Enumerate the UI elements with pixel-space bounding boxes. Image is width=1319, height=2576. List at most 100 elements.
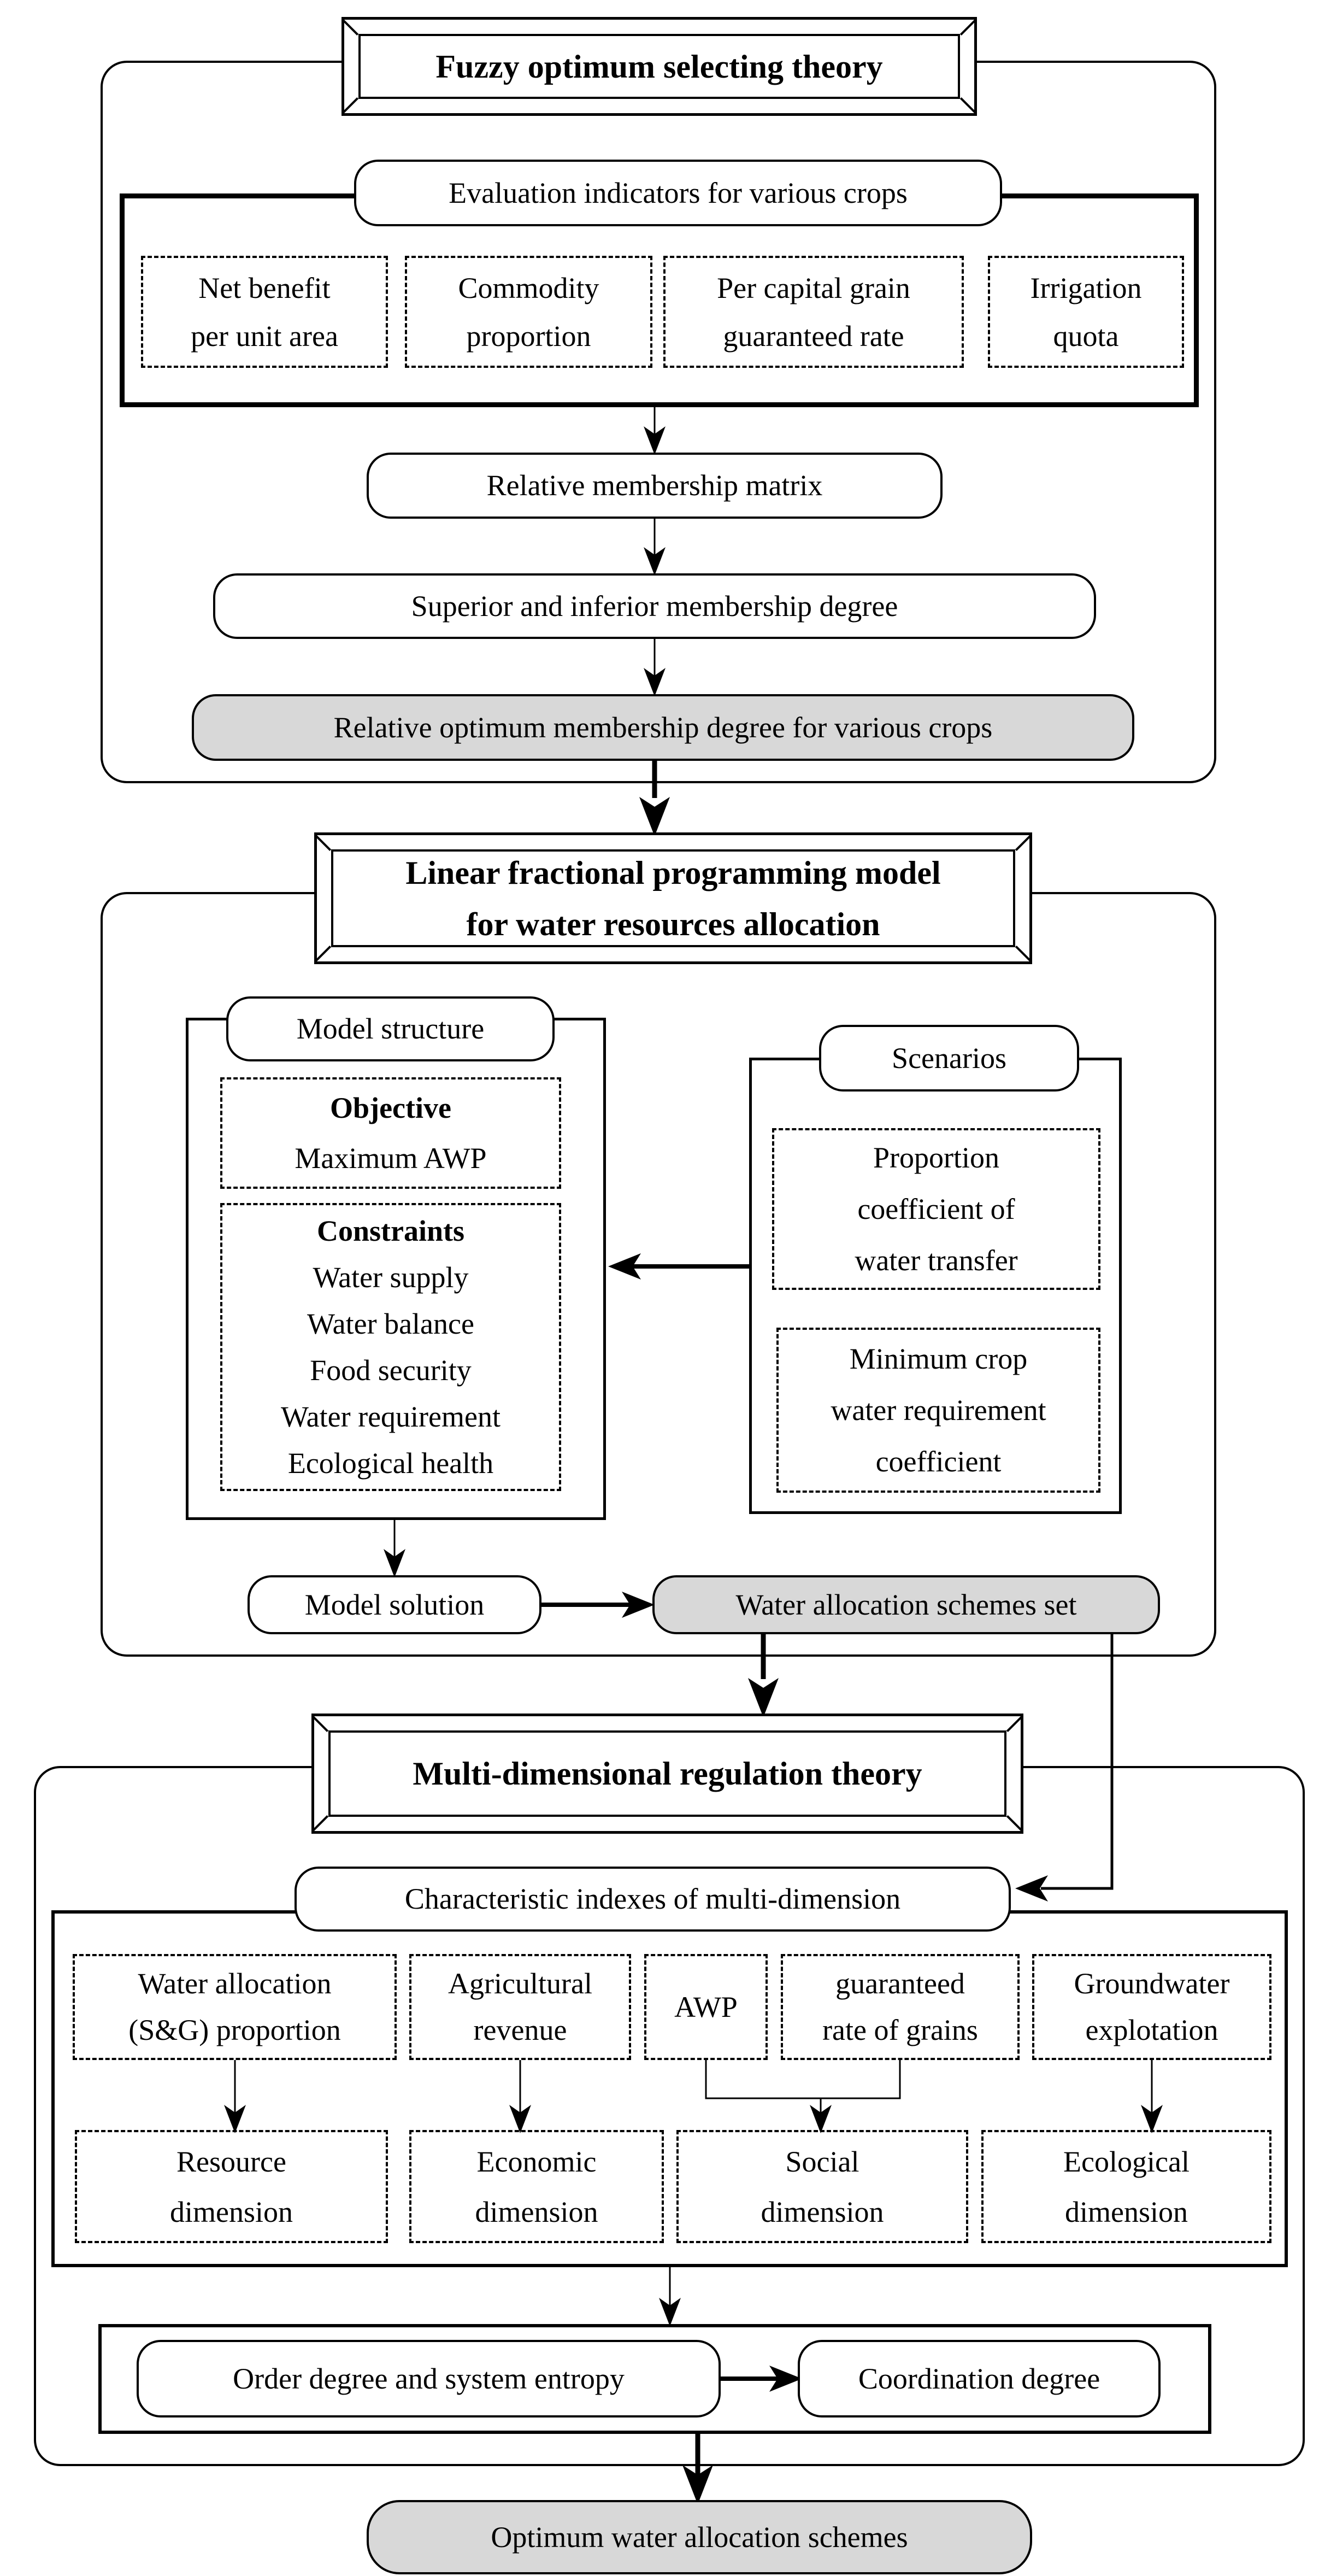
box-commodity-proportion: Commodity proportion xyxy=(405,256,652,368)
box-constraints: Constraints Water supply Water balance F… xyxy=(220,1203,561,1491)
superior-inferior-label: Superior and inferior membership degree xyxy=(411,589,898,623)
order-entropy-label: Order degree and system entropy xyxy=(233,2362,625,2395)
objective-title: Objective xyxy=(330,1092,451,1124)
net-benefit-line2: per unit area xyxy=(191,319,338,353)
constraint-ecological-health: Ecological health xyxy=(287,1446,494,1480)
dim-economic-line2: dimension xyxy=(475,2195,598,2228)
coordination-degree-label: Coordination degree xyxy=(858,2362,1100,2395)
box-characteristic-indexes-header: Characteristic indexes of multi-dimensio… xyxy=(295,1867,1011,1932)
irrigation-line1: Irrigation xyxy=(1030,271,1142,304)
scenario2-line1: Minimum crop xyxy=(849,1342,1028,1375)
bevel-corner-icon xyxy=(315,946,332,961)
label-scenarios: Scenarios xyxy=(819,1025,1079,1092)
characteristic-indexes-label: Characteristic indexes of multi-dimensio… xyxy=(404,1882,901,1916)
box-net-benefit: Net benefit per unit area xyxy=(141,256,388,368)
box-proportion-coefficient: Proportion coefficient of water transfer xyxy=(772,1128,1100,1290)
bevel-corner-icon xyxy=(959,20,976,36)
irrigation-line2: quota xyxy=(1053,319,1119,353)
box-resource-dimension: Resource dimension xyxy=(75,2130,388,2243)
constraint-water-balance: Water balance xyxy=(307,1307,474,1340)
title-lfp-line1: Linear fractional programming model xyxy=(405,854,941,891)
dim-social-line2: dimension xyxy=(761,2195,884,2228)
arrowhead-icon xyxy=(748,1678,779,1717)
index-agricultural-line2: revenue xyxy=(473,2014,567,2046)
box-evaluation-indicators-header: Evaluation indicators for various crops xyxy=(354,160,1002,226)
optimum-schemes-label: Optimum water allocation schemes xyxy=(491,2520,908,2554)
constraint-food-security: Food security xyxy=(310,1353,472,1387)
constraints-title: Constraints xyxy=(316,1214,465,1247)
bevel-corner-icon xyxy=(315,835,332,851)
title-fuzzy-optimum-label: Fuzzy optimum selecting theory xyxy=(435,48,883,85)
index-guaranteed-line2: rate of grains xyxy=(822,2014,978,2046)
title-mdr-theory: Multi-dimensional regulation theory xyxy=(311,1714,1023,1834)
bevel-corner-icon xyxy=(313,1716,329,1732)
box-per-capital-grain: Per capital grain guaranteed rate xyxy=(663,256,964,368)
title-fuzzy-optimum: Fuzzy optimum selecting theory xyxy=(341,17,977,116)
bevel-corner-icon xyxy=(343,97,359,113)
index-awp-label: AWP xyxy=(674,1990,738,2023)
dim-resource-line2: dimension xyxy=(170,2195,293,2228)
box-water-allocation-schemes-set: Water allocation schemes set xyxy=(652,1575,1160,1634)
box-superior-inferior-membership: Superior and inferior membership degree xyxy=(213,573,1096,639)
bevel-corner-icon xyxy=(959,97,976,113)
box-economic-dimension: Economic dimension xyxy=(409,2130,664,2243)
box-agricultural-revenue: Agricultural revenue xyxy=(409,1954,631,2060)
dim-ecological-line2: dimension xyxy=(1065,2195,1188,2228)
index-water-allocation-line2: (S&G) proportion xyxy=(128,2014,341,2046)
box-objective: Objective Maximum AWP xyxy=(220,1077,561,1189)
arrowhead-icon xyxy=(639,797,670,836)
index-agricultural-line1: Agricultural xyxy=(448,1967,592,2000)
title-mdr-label: Multi-dimensional regulation theory xyxy=(413,1756,922,1792)
box-groundwater-explotation: Groundwater explotation xyxy=(1032,1954,1271,2060)
box-ecological-dimension: Ecological dimension xyxy=(981,2130,1271,2243)
dim-social-line1: Social xyxy=(785,2145,859,2178)
bevel-corner-icon xyxy=(1015,946,1031,961)
box-water-allocation-proportion: Water allocation (S&G) proportion xyxy=(73,1954,397,2060)
per-capital-line2: guaranteed rate xyxy=(723,319,904,353)
commodity-line1: Commodity xyxy=(458,271,599,304)
index-water-allocation-line1: Water allocation xyxy=(138,1967,332,2000)
scenario2-line2: water requirement xyxy=(831,1394,1046,1427)
box-social-dimension: Social dimension xyxy=(676,2130,968,2243)
scenario1-line1: Proportion xyxy=(873,1141,999,1174)
model-solution-label: Model solution xyxy=(304,1588,485,1621)
box-model-solution: Model solution xyxy=(248,1575,541,1634)
dim-ecological-line1: Ecological xyxy=(1063,2145,1190,2178)
scenario1-line3: water transfer xyxy=(855,1244,1018,1277)
box-guaranteed-rate-grains: guaranteed rate of grains xyxy=(781,1954,1020,2060)
scenario1-line2: coefficient of xyxy=(857,1193,1015,1225)
scenario2-line3: coefficient xyxy=(875,1445,1002,1478)
title-lfp-model: Linear fractional programming model for … xyxy=(314,832,1032,964)
box-coordination-degree: Coordination degree xyxy=(798,2340,1161,2417)
bevel-corner-icon xyxy=(313,1815,329,1831)
schemes-set-label: Water allocation schemes set xyxy=(735,1588,1077,1621)
relative-optimum-label: Relative optimum membership degree for v… xyxy=(333,711,993,744)
box-relative-optimum-membership: Relative optimum membership degree for v… xyxy=(192,694,1134,761)
box-awp: AWP xyxy=(644,1954,768,2060)
box-relative-membership-matrix: Relative membership matrix xyxy=(367,453,943,519)
bevel-corner-icon xyxy=(1006,1815,1022,1831)
index-groundwater-line1: Groundwater xyxy=(1074,1967,1230,2000)
model-structure-label: Model structure xyxy=(296,1012,485,1046)
membership-matrix-label: Relative membership matrix xyxy=(486,469,823,502)
objective-item: Maximum AWP xyxy=(295,1142,487,1175)
arrowhead-icon xyxy=(682,2465,713,2504)
net-benefit-line1: Net benefit xyxy=(198,271,331,304)
box-optimum-schemes: Optimum water allocation schemes xyxy=(367,2500,1032,2574)
bevel-corner-icon xyxy=(343,20,359,36)
commodity-line2: proportion xyxy=(466,319,591,353)
title-lfp-line2: for water resources allocation xyxy=(466,906,880,942)
index-groundwater-line2: explotation xyxy=(1085,2014,1218,2046)
constraint-water-requirement: Water requirement xyxy=(281,1400,500,1433)
box-order-degree-entropy: Order degree and system entropy xyxy=(137,2340,721,2417)
scenarios-label: Scenarios xyxy=(892,1041,1006,1075)
evaluation-indicators-header-label: Evaluation indicators for various crops xyxy=(449,176,908,209)
per-capital-line1: Per capital grain xyxy=(717,271,910,304)
label-model-structure: Model structure xyxy=(226,996,555,1061)
box-minimum-crop-coefficient: Minimum crop water requirement coefficie… xyxy=(776,1328,1100,1493)
constraint-water-supply: Water supply xyxy=(313,1260,469,1294)
box-irrigation-quota: Irrigation quota xyxy=(988,256,1184,368)
dim-resource-line1: Resource xyxy=(176,2145,286,2178)
bevel-corner-icon xyxy=(1015,835,1031,851)
